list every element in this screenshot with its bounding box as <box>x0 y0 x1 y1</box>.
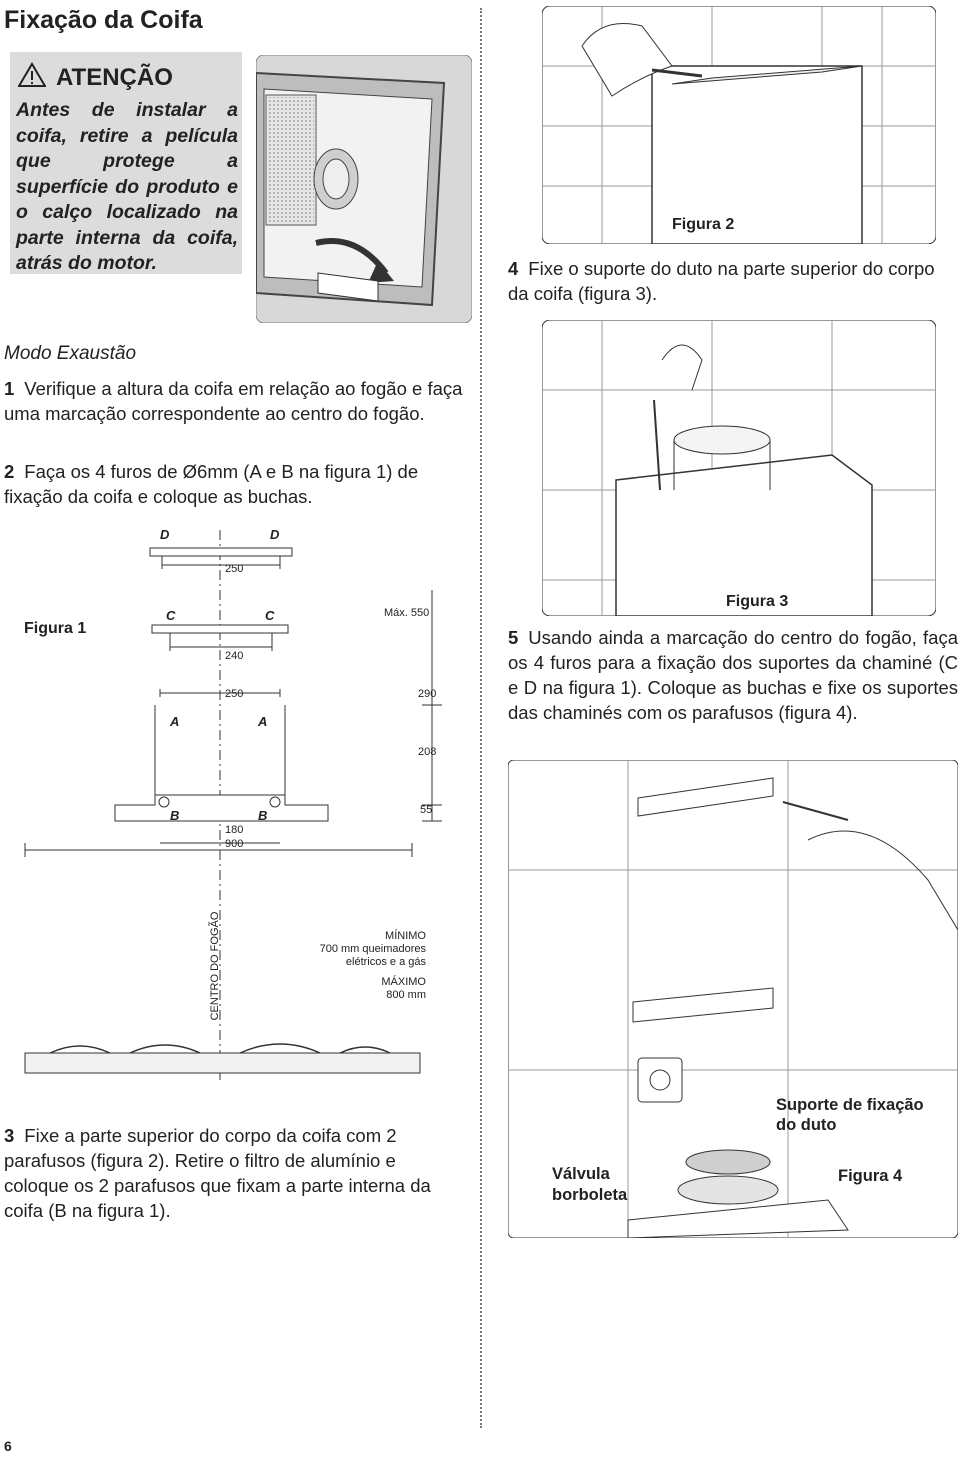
support-label-line-2: do duto <box>776 1116 837 1134</box>
support-label-line-1: Suporte de fixação <box>776 1096 924 1114</box>
figure-1-drawing <box>24 530 442 1080</box>
warning-heading-text: ATENÇÃO <box>56 63 173 91</box>
figure-4-illustration <box>508 760 958 1238</box>
figure-3-illustration <box>542 320 936 616</box>
step-number: 2 <box>4 461 15 482</box>
valve-label-line-2: borboleta <box>552 1186 628 1204</box>
section-subtitle: Modo Exaustão <box>4 343 137 364</box>
figure-1-label: Figura 1 <box>24 620 87 637</box>
minimum-title: MÍNIMO <box>385 930 426 942</box>
warning-icon <box>17 62 47 95</box>
dim-h290: 290 <box>418 688 437 700</box>
dim-h208: 208 <box>418 746 437 758</box>
dim-c240: 240 <box>225 650 244 662</box>
step-text: Fixe a parte superior do corpo da coifa … <box>4 1125 431 1221</box>
letter-a-left: A <box>170 714 180 729</box>
minimum-line-1: 700 mm queimadores <box>319 943 426 955</box>
dim-a250: 250 <box>225 688 244 700</box>
center-stove-label: CENTRO DO FOGÃO <box>209 911 221 1021</box>
maximum-title: MÁXIMO <box>381 976 426 988</box>
figure-2-label: Figura 2 <box>672 216 735 233</box>
figure-2-illustration <box>542 6 936 244</box>
letter-d-right: D <box>270 527 280 542</box>
warning-text: Antes de instalar a coifa, retire a pelí… <box>16 99 238 274</box>
letter-c-right: C <box>265 608 275 623</box>
step-number: 4 <box>508 258 519 279</box>
letter-b-right: B <box>258 808 268 823</box>
letter-b-left: B <box>170 808 180 823</box>
letter-a-right: A <box>258 714 268 729</box>
step-text: Verifique a altura da coifa em relação a… <box>4 378 463 424</box>
step-number: 1 <box>4 378 15 399</box>
dim-d250: 250 <box>225 563 244 575</box>
figure-4-label: Figura 4 <box>838 1167 903 1185</box>
letter-c-left: C <box>166 608 176 623</box>
step-text: Faça os 4 furos de Ø6mm (A e B na figura… <box>4 461 419 507</box>
valve-label-line-1: Válvula <box>552 1165 610 1183</box>
step-number: 5 <box>508 627 519 648</box>
step-number: 3 <box>4 1125 15 1146</box>
minimum-line-2: elétricos e a gás <box>345 956 426 968</box>
warning-box: ATENÇÃO Antes de instalar a coifa, retir… <box>10 52 242 274</box>
step-text: Fixe o suporte do duto na parte superior… <box>508 258 935 304</box>
page-number: 6 <box>4 1438 12 1454</box>
figure-3-label: Figura 3 <box>726 593 789 610</box>
step-text: Usando ainda a marcação do centro do fog… <box>508 627 958 723</box>
letter-d-left: D <box>160 527 170 542</box>
dim-b180: 180 <box>225 824 244 836</box>
warning-heading: ATENÇÃO <box>17 62 173 95</box>
dim-w900: 900 <box>225 838 244 850</box>
dim-max550: Máx. 550 <box>384 607 430 619</box>
maximum-value: 800 mm <box>386 989 426 1001</box>
hood-illustration <box>256 55 472 323</box>
page-title: Fixação da Coifa <box>4 6 203 34</box>
dim-h55: 55 <box>420 804 433 816</box>
column-divider <box>480 8 482 1428</box>
